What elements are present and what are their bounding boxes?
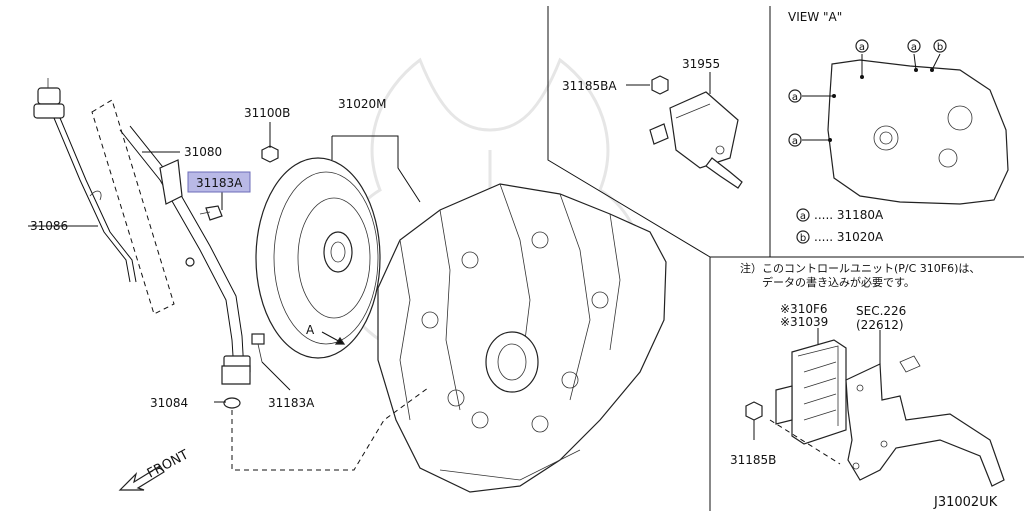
- dipstick-assembly: [33, 78, 265, 409]
- callout-a-3: [788, 89, 802, 103]
- callout-a-1: [855, 39, 869, 53]
- svg-text:a: a: [911, 42, 917, 53]
- view-a-housing: [802, 53, 1009, 205]
- sensor-31955: [626, 72, 743, 189]
- torque-converter: [255, 145, 381, 359]
- dipstick-handle: [37, 87, 61, 105]
- label-31039: ※31039: [780, 315, 828, 329]
- leader-lines: [28, 122, 429, 471]
- label-sec226: SEC.226: [856, 304, 906, 318]
- diagram-code: J31002UK: [933, 495, 998, 510]
- front-direction-arrow: [118, 465, 165, 491]
- label-310f6: ※310F6: [780, 302, 828, 316]
- legend-a-symbol: a: [800, 211, 806, 222]
- o-ring-31084: [223, 397, 241, 409]
- transmission-housing: [377, 183, 667, 493]
- svg-text:a: a: [792, 136, 798, 147]
- highlight-31183a: [187, 171, 251, 193]
- callout-a-2: [907, 39, 921, 53]
- callout-a-4: [788, 133, 802, 147]
- label-31086: 31086: [30, 219, 68, 233]
- legend-b-part: ..... 31020A: [814, 230, 884, 244]
- note-line-2: データの書き込みが必要です。: [762, 275, 915, 289]
- label-31185b: 31185B: [730, 453, 776, 467]
- label-31955: 31955: [682, 57, 720, 71]
- note-line-1: 注）このコントロールユニット(P/C 310F6)は、: [740, 261, 980, 275]
- label-31183a-top: 31183A: [196, 176, 243, 190]
- label-31080: 31080: [184, 145, 222, 159]
- callout-b-1: [933, 39, 947, 53]
- svg-text:b: b: [937, 42, 943, 53]
- bolt-31183a-bottom: [251, 333, 265, 363]
- view-a-callouts: a a b a a: [788, 39, 947, 147]
- panel-dividers: [547, 6, 1024, 511]
- view-a-legend: a ..... 31180A b ..... 31020A: [796, 208, 884, 244]
- label-front: FRONT: [145, 447, 191, 481]
- legend-a-part: ..... 31180A: [814, 208, 884, 222]
- label-sec226-ref: (22612): [856, 318, 904, 332]
- bracket-22612: [745, 330, 1005, 487]
- label-31020m: 31020M: [338, 97, 387, 111]
- control-unit-310f6: [775, 328, 847, 445]
- legend-b-symbol: b: [800, 233, 806, 244]
- label-31183a-bottom: 31183A: [268, 396, 315, 410]
- view-a-title: VIEW "A": [788, 10, 842, 24]
- label-view-marker: A: [306, 323, 315, 337]
- label-31185ba: 31185BA: [562, 79, 617, 93]
- nut-31185b: [745, 401, 763, 421]
- svg-text:a: a: [792, 92, 798, 103]
- label-31100b: 31100B: [244, 106, 290, 120]
- label-31084: 31084: [150, 396, 188, 410]
- bolt-31183a-top: [199, 205, 223, 221]
- nut-31185ba: [651, 75, 669, 95]
- nut-31100b: [261, 145, 279, 163]
- svg-text:a: a: [859, 42, 865, 53]
